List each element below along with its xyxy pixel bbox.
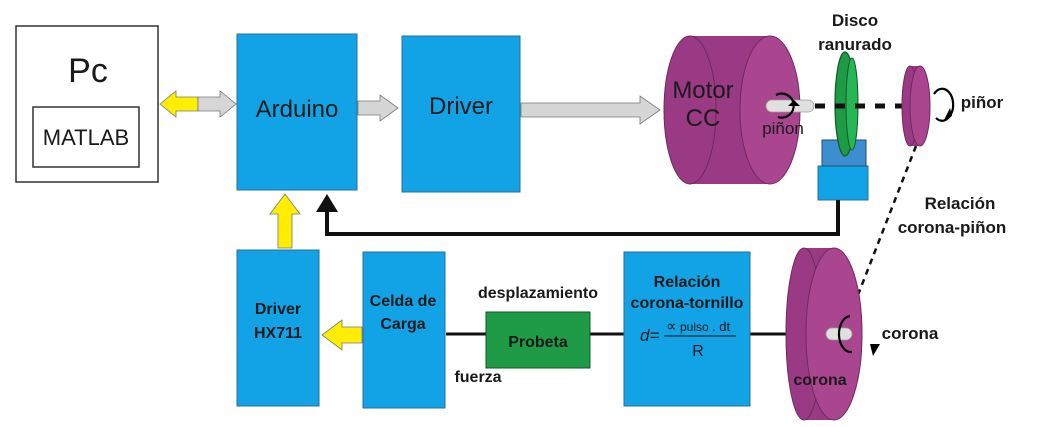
loadcell-hx711-arrow: [321, 319, 363, 351]
motor-cc: Motor CC piñon: [663, 35, 815, 185]
matlab-box: [32, 106, 140, 168]
ratio-screw-line1: Relación: [654, 274, 721, 291]
pc-arduino-arrow: [159, 90, 237, 118]
formula-denominator: R: [692, 343, 704, 360]
displacement-label: desplazamiento: [478, 285, 598, 302]
ratio-pinion-line2: corona-piñon: [898, 218, 1007, 237]
formula-alpha: ∝: [666, 318, 677, 335]
specimen-block: Probeta: [485, 311, 591, 369]
pc-label: Pc: [68, 52, 108, 90]
pc-block: Pc MATLAB: [15, 25, 159, 183]
matlab-label: MATLAB: [43, 125, 129, 150]
slotted-disk: Disco ranurado: [817, 11, 892, 201]
gray-right-arrow-icon: [197, 90, 237, 118]
crown-label-bottom: corona: [793, 372, 846, 389]
driver-motor-arrow: [520, 95, 661, 125]
feedback-line: [316, 194, 840, 236]
formula-sub: pulso: [680, 320, 709, 334]
yellow-left-arrow-icon: [159, 90, 199, 118]
load-cell-block: Celda de Carga: [362, 251, 446, 409]
hx711-label-line1: Driver: [255, 301, 301, 318]
pinion-gear: piñor: [901, 65, 1004, 147]
specimen-label: Probeta: [508, 334, 568, 351]
pinion-rotation-head-icon: [944, 108, 952, 120]
formula-lhs: d=: [640, 326, 659, 345]
force-label: fuerza: [454, 369, 501, 386]
arduino-block: Arduino: [236, 33, 358, 191]
hx711-block: Driver HX711: [236, 249, 320, 407]
disk-label-line2: ranurado: [818, 35, 892, 54]
formula-dt: . dt: [712, 319, 730, 334]
optical-sensor: [817, 165, 869, 201]
crown-gear: corona: [785, 247, 880, 421]
crown-rotation-head-icon: [870, 344, 880, 356]
pinion-gear-label: piñor: [961, 93, 1004, 112]
driver-block: Driver: [401, 35, 521, 193]
ratio-screw-line2: corona-tornillo: [631, 295, 744, 312]
crown-label-right: corona: [882, 324, 939, 343]
ratio-screw-block: Relación corona-tornillo d= ∝ pulso . dt…: [623, 251, 751, 407]
hx711-arduino-arrow: [269, 193, 301, 249]
driver-label: Driver: [429, 93, 493, 120]
pinion-rotation-icon: [933, 87, 955, 122]
arduino-label: Arduino: [256, 96, 339, 123]
hx711-label-line2: HX711: [254, 325, 302, 342]
motor-label-line2: CC: [686, 105, 721, 132]
disk-label-line1: Disco: [832, 11, 878, 30]
load-cell-label-line2: Carga: [380, 316, 425, 333]
crown-rotation-icon: [837, 314, 853, 354]
load-cell-label-line1: Celda de: [370, 293, 437, 310]
ratio-pinion-line1: Relación: [925, 194, 996, 213]
rotation-arrowhead-icon: [788, 100, 800, 106]
motor-label-line1: Motor: [672, 77, 733, 104]
pinion-label: piñon: [762, 119, 804, 138]
arduino-driver-arrow: [357, 94, 399, 122]
feedback-arrowhead-icon: [316, 194, 338, 212]
